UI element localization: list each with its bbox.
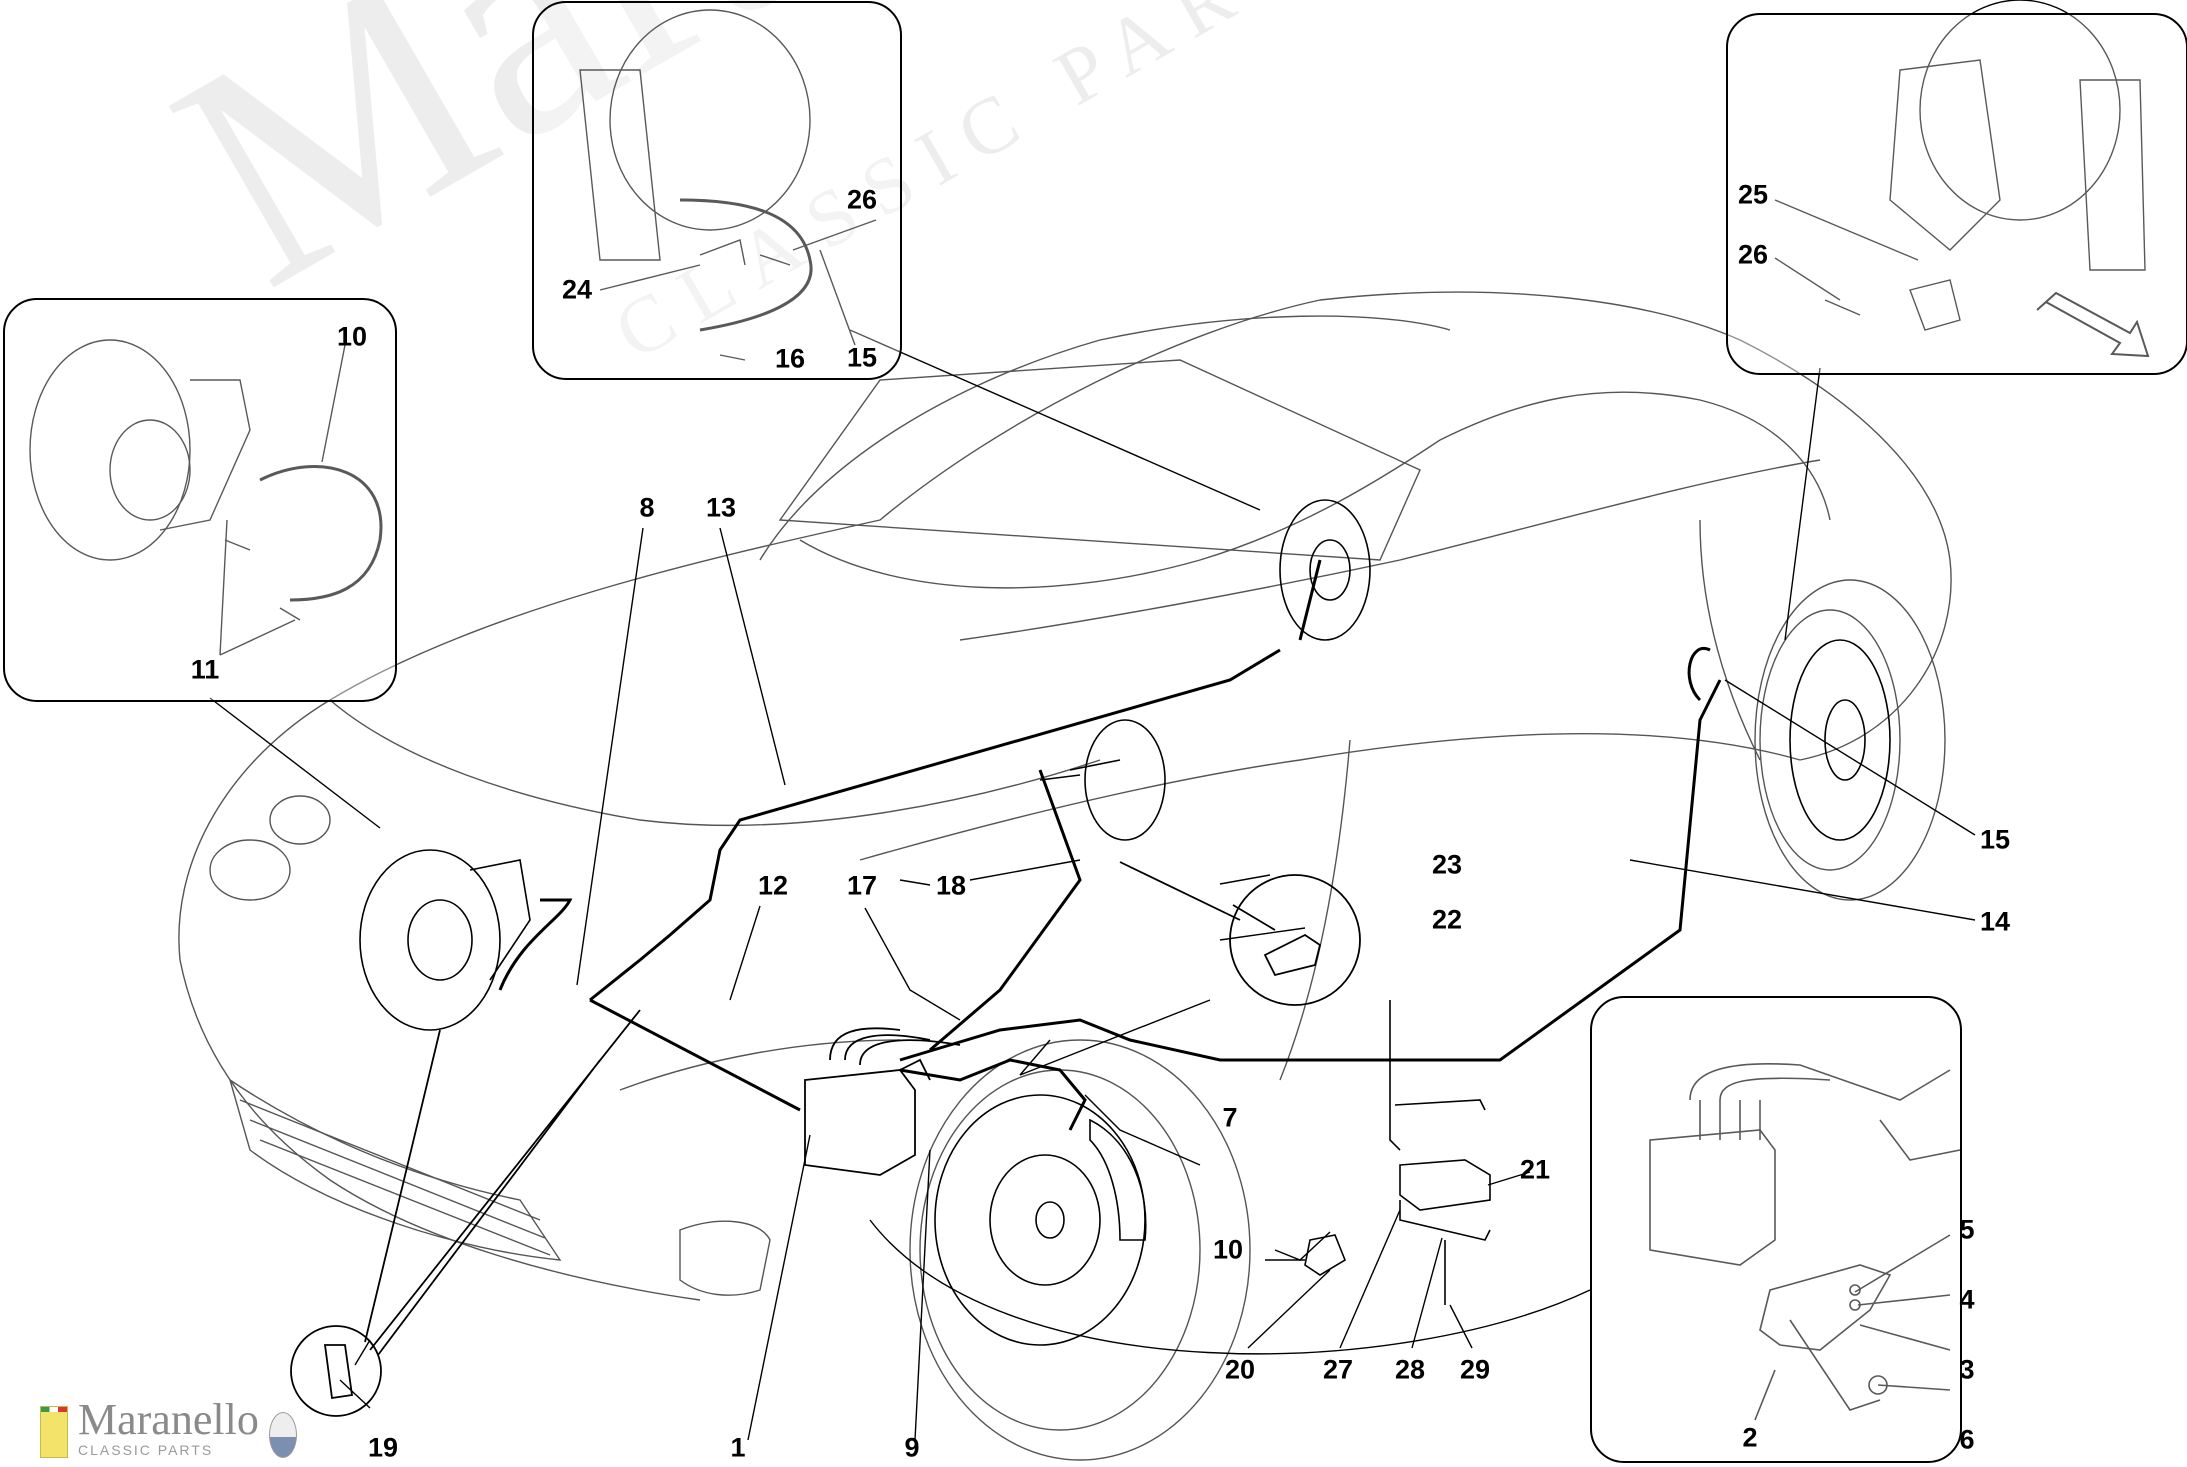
callout-4: 4 [1959, 1284, 1975, 1315]
callout-26-inset-right: 26 [1737, 239, 1769, 270]
callout-13: 13 [705, 492, 737, 523]
front-left-disc [359, 849, 531, 1031]
callout-leader-lines [339, 527, 1976, 1441]
inset-rear-left-caliper [532, 1, 902, 380]
logo-sub: CLASSIC PARTS [78, 1442, 214, 1458]
callout-12: 12 [757, 870, 789, 901]
inset-front-left-hub-drawing [29, 339, 383, 656]
callout-16: 16 [774, 343, 806, 374]
ferrari-shield-icon [40, 1406, 68, 1458]
abs-unit [804, 1027, 961, 1176]
pipe-clamp-inset [1119, 861, 1361, 1006]
callout-25: 25 [1737, 179, 1769, 210]
callout-14: 14 [1979, 906, 2011, 937]
callout-2: 2 [1742, 1422, 1758, 1453]
car-body [178, 291, 1952, 1461]
inset-rear-right-caliper-drawing [1774, 0, 2146, 331]
callout-23: 23 [1431, 849, 1463, 880]
callout-26-inset-left: 26 [846, 184, 878, 215]
callout-1: 1 [730, 1432, 746, 1463]
bracket-parts [1304, 1000, 1491, 1305]
inset-abs-bracket [1590, 996, 1962, 1463]
direction-arrow-icon [2036, 291, 2150, 358]
callout-19: 19 [367, 1432, 399, 1463]
pipe-clip-inset [290, 1009, 641, 1417]
inset-leader-lines [209, 329, 1821, 1355]
inset-abs-bracket-drawing [1649, 1062, 1961, 1421]
callout-28: 28 [1394, 1354, 1426, 1385]
rear-right-disc [1789, 639, 1891, 841]
inset-front-left-hub [3, 298, 397, 702]
callout-9: 9 [904, 1432, 920, 1463]
callout-6: 6 [1959, 1424, 1975, 1455]
inset-rear-left-caliper-drawing [579, 9, 877, 361]
callout-5: 5 [1959, 1214, 1975, 1245]
callout-29: 29 [1459, 1354, 1491, 1385]
callout-10-main: 10 [1212, 1234, 1244, 1265]
logo-name: Maranello [78, 1395, 259, 1444]
callout-15-inset: 15 [846, 342, 878, 373]
brake-booster [1039, 719, 1166, 841]
callout-8: 8 [639, 492, 655, 523]
callout-18: 18 [935, 870, 967, 901]
callout-21: 21 [1519, 1154, 1551, 1185]
front-right-disc [934, 1094, 1147, 1346]
rear-left-disc [1279, 499, 1371, 641]
inset-rear-right-caliper [1726, 13, 2187, 375]
callout-27: 27 [1322, 1354, 1354, 1385]
callout-22: 22 [1431, 904, 1463, 935]
brake-pipes [498, 559, 1722, 1131]
maranello-logo: Maranello CLASSIC PARTS [40, 1398, 297, 1458]
callout-15-main: 15 [1979, 824, 2011, 855]
callout-10-inset: 10 [336, 321, 368, 352]
callout-7: 7 [1222, 1102, 1238, 1133]
callout-20: 20 [1224, 1354, 1256, 1385]
callout-11: 11 [190, 654, 220, 685]
maserati-badge-icon [268, 1412, 297, 1458]
callout-24: 24 [561, 274, 593, 305]
callout-17: 17 [846, 870, 878, 901]
callout-3: 3 [1959, 1354, 1975, 1385]
